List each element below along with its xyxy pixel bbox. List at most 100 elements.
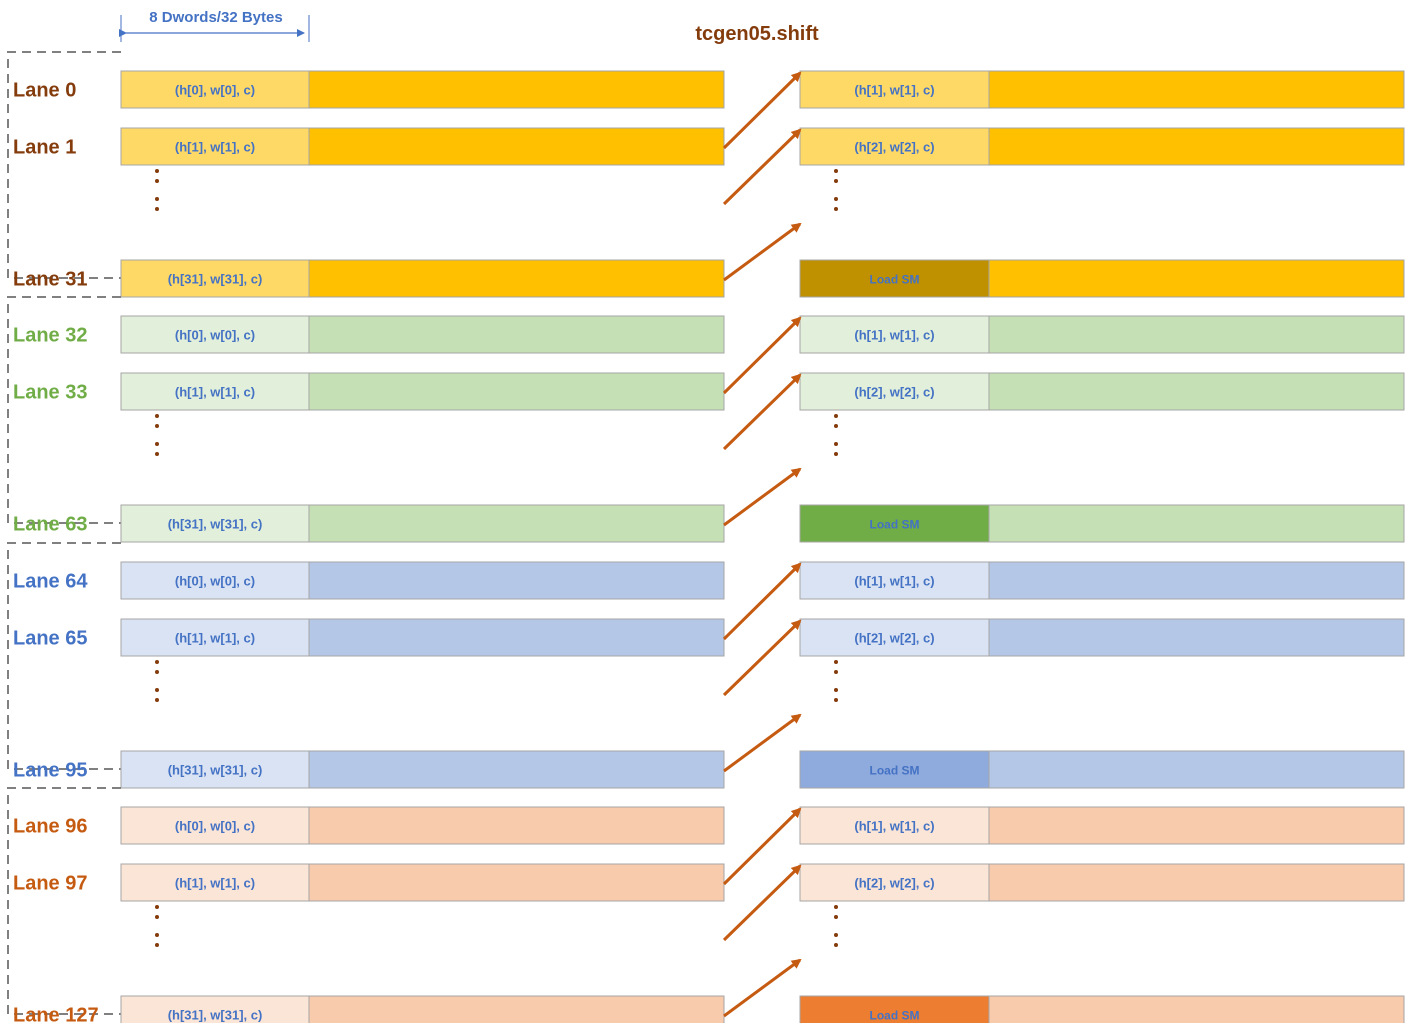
lane-label: Lane 32 (13, 325, 87, 347)
dst-cell-label: (h[1], w[1], c) (854, 574, 934, 589)
shift-arrow (722, 128, 802, 206)
src-cell (120, 372, 310, 411)
ellipsis-dot-right (834, 414, 838, 418)
src-cell-label: (h[0], w[0], c) (175, 83, 255, 98)
dst-bar (988, 561, 1405, 600)
ellipsis-dot-left (155, 660, 159, 664)
src-cell (120, 618, 310, 657)
src-cell (120, 504, 310, 543)
src-bar (308, 127, 725, 166)
src-cell (120, 127, 310, 166)
src-bar (308, 372, 725, 411)
lane-group-frame (7, 542, 121, 770)
dst-cell (799, 863, 990, 902)
src-cell (120, 863, 310, 902)
src-cell-label: (h[31], w[31], c) (168, 763, 263, 778)
shift-arrow (723, 713, 802, 773)
ellipsis-dot-right (834, 698, 838, 702)
lane-label: Lane 31 (13, 269, 87, 291)
ellipsis-dot-left (155, 179, 159, 183)
ellipsis-dot-left (155, 452, 159, 456)
dst-cell-label: (h[2], w[2], c) (854, 876, 934, 891)
src-bar (308, 863, 725, 902)
ellipsis-dot-right (834, 688, 838, 692)
shift-arrow (722, 373, 802, 451)
lane-label: Lane 64 (13, 571, 88, 593)
ellipsis-dot-left (155, 169, 159, 173)
dst-bar (988, 372, 1405, 411)
lane-label: Lane 97 (13, 873, 87, 895)
ellipsis-dot-right (834, 905, 838, 909)
src-bar (308, 618, 725, 657)
dst-bar (988, 504, 1405, 543)
src-bar (308, 750, 725, 789)
ellipsis-dot-left (155, 915, 159, 919)
ellipsis-dot-left (155, 414, 159, 418)
lane-groups: Lane 0(h[0], w[0], c)(h[1], w[1], c)Lane… (7, 51, 1405, 1023)
dst-bar (988, 70, 1405, 109)
src-bar (308, 70, 725, 109)
src-cell-label: (h[0], w[0], c) (175, 819, 255, 834)
ellipsis-dot-left (155, 688, 159, 692)
src-bar (308, 259, 725, 298)
load-sm-cell (799, 504, 990, 543)
lane-group: Lane 64(h[0], w[0], c)(h[1], w[1], c)Lan… (7, 542, 1405, 789)
shift-arrow (722, 864, 802, 942)
dst-cell-label: (h[2], w[2], c) (854, 385, 934, 400)
ellipsis-dot-left (155, 943, 159, 947)
dst-cell-label: (h[1], w[1], c) (854, 83, 934, 98)
ellipsis-dot-left (155, 698, 159, 702)
ellipsis-dot-left (155, 207, 159, 211)
ellipsis-dot-left (155, 424, 159, 428)
lane-group-frame (7, 296, 121, 524)
src-bar (308, 806, 725, 845)
dst-bar (988, 127, 1405, 166)
src-cell-label: (h[1], w[1], c) (175, 385, 255, 400)
ellipsis-dot-right (834, 169, 838, 173)
load-sm-label: Load SM (870, 273, 920, 287)
shift-arrow (723, 222, 802, 282)
dst-bar (988, 259, 1405, 298)
load-sm-label: Load SM (870, 1009, 920, 1023)
width-annotation: 8 Dwords/32 Bytes (149, 9, 282, 26)
shift-arrow (722, 71, 802, 150)
src-cell (120, 70, 310, 109)
ellipsis-dot-right (834, 452, 838, 456)
dst-bar (988, 618, 1405, 657)
load-sm-label: Load SM (870, 518, 920, 532)
dst-bar (988, 863, 1405, 902)
shift-arrow (722, 316, 802, 395)
src-cell-label: (h[31], w[31], c) (168, 517, 263, 532)
src-cell (120, 806, 310, 845)
lane-label: Lane 95 (13, 760, 87, 782)
ellipsis-dot-left (155, 670, 159, 674)
lane-label: Lane 33 (13, 382, 87, 404)
dst-bar (988, 315, 1405, 354)
lane-group: Lane 96(h[0], w[0], c)(h[1], w[1], c)Lan… (7, 787, 1405, 1023)
load-sm-label: Load SM (870, 764, 920, 778)
dst-cell-label: (h[2], w[2], c) (854, 631, 934, 646)
lane-group-frame (7, 51, 121, 279)
ellipsis-dot-left (155, 905, 159, 909)
dst-cell (799, 618, 990, 657)
ellipsis-dot-right (834, 915, 838, 919)
lane-label: Lane 63 (13, 514, 87, 536)
ellipsis-dot-right (834, 933, 838, 937)
lane-label: Lane 1 (13, 137, 76, 159)
dst-cell-label: (h[2], w[2], c) (854, 140, 934, 155)
dst-bar (988, 995, 1405, 1023)
lane-group-frame (7, 787, 121, 1015)
dst-cell-label: (h[1], w[1], c) (854, 819, 934, 834)
lane-group: Lane 0(h[0], w[0], c)(h[1], w[1], c)Lane… (7, 51, 1405, 298)
ellipsis-dot-right (834, 943, 838, 947)
ellipsis-dot-left (155, 933, 159, 937)
dst-bar (988, 806, 1405, 845)
src-cell (120, 750, 310, 789)
ellipsis-dot-right (834, 424, 838, 428)
src-cell-label: (h[31], w[31], c) (168, 272, 263, 287)
shift-arrow (722, 562, 802, 641)
dst-bar (988, 750, 1405, 789)
dst-cell (799, 70, 990, 109)
load-sm-cell (799, 750, 990, 789)
